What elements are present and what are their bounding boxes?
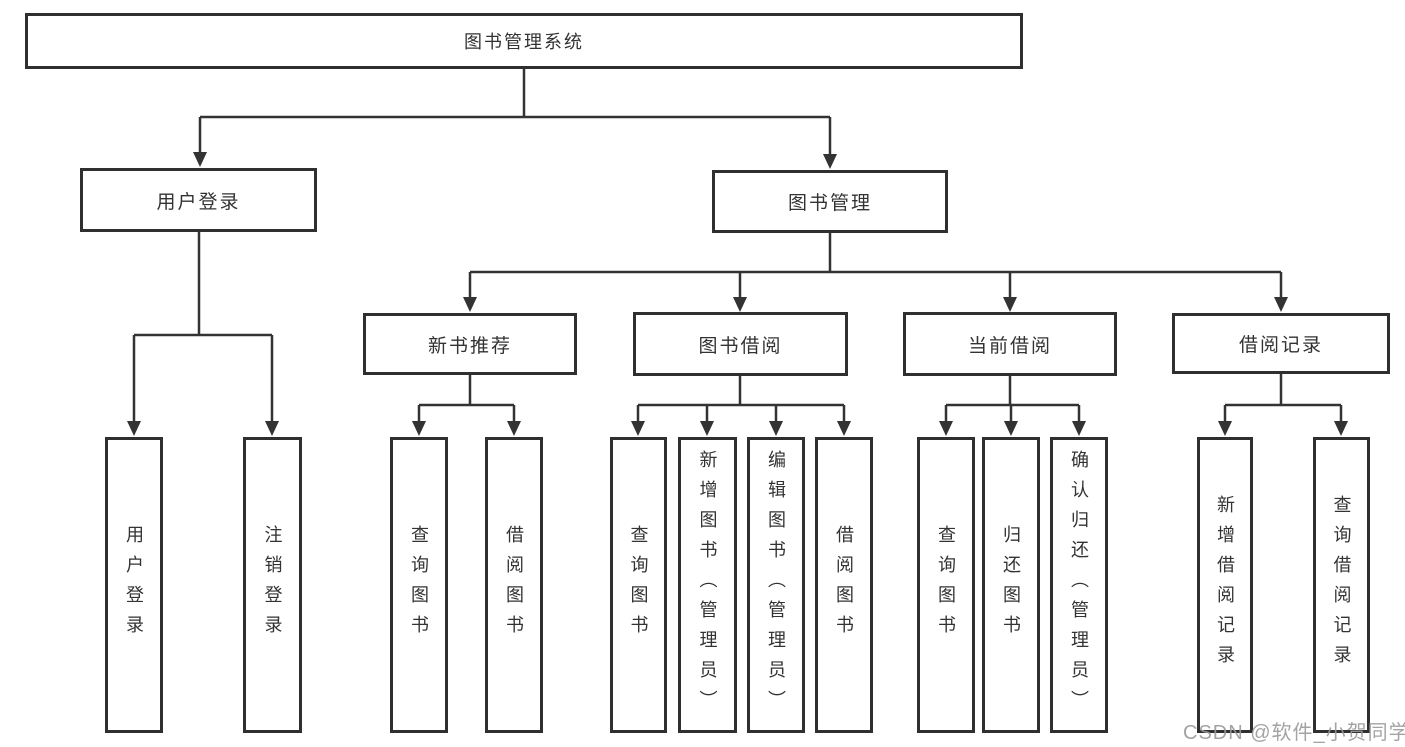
node-book-borrow: 图书借阅 bbox=[633, 312, 848, 376]
leaf-add-borrow-record: 新增借阅记录 bbox=[1197, 437, 1253, 733]
leaf-borrow-books: 借阅图书 bbox=[815, 437, 873, 733]
leaf-user-login-label: 用户登录 bbox=[124, 525, 144, 645]
node-current-borrow: 当前借阅 bbox=[903, 312, 1117, 376]
node-user-login-label: 用户登录 bbox=[156, 191, 241, 213]
arrowheads bbox=[127, 152, 1348, 436]
leaf-add-books-admin-label: 新增图书（管理员） bbox=[697, 450, 718, 720]
csdn-watermark: CSDN @软件_小贺同学 bbox=[1183, 722, 1405, 744]
leaf-borrow-books-label: 借阅图书 bbox=[834, 525, 854, 645]
leaf-confirm-return-admin-label: 确认归还（管理员） bbox=[1069, 450, 1089, 720]
leaf-borrow-books-recommend: 借阅图书 bbox=[485, 437, 543, 733]
leaf-logout: 注销登录 bbox=[243, 437, 302, 733]
node-current-borrow-label: 当前借阅 bbox=[967, 335, 1052, 357]
leaf-logout-label: 注销登录 bbox=[262, 525, 283, 645]
leaf-return-books-label: 归还图书 bbox=[1001, 525, 1021, 645]
leaf-edit-books-admin-label: 编辑图书（管理员） bbox=[766, 450, 786, 720]
leaf-borrow-books-recommend-label: 借阅图书 bbox=[504, 525, 524, 645]
leaf-query-borrow-record: 查询借阅记录 bbox=[1313, 437, 1370, 733]
node-root-label: 图书管理系统 bbox=[464, 32, 584, 52]
leaf-user-login: 用户登录 bbox=[105, 437, 163, 733]
node-borrow-records-label: 借阅记录 bbox=[1238, 335, 1323, 356]
node-user-login: 用户登录 bbox=[80, 168, 317, 232]
leaf-query-books-recommend: 查询图书 bbox=[390, 437, 448, 733]
leaf-add-borrow-record-label: 新增借阅记录 bbox=[1215, 495, 1235, 675]
node-new-book-recommend: 新书推荐 bbox=[363, 313, 577, 375]
leaf-query-books-current: 查询图书 bbox=[917, 437, 975, 733]
node-book-borrow-label: 图书借阅 bbox=[698, 335, 783, 357]
leaf-query-books-recommend-label: 查询图书 bbox=[409, 525, 429, 645]
leaf-query-borrow-record-label: 查询借阅记录 bbox=[1331, 495, 1352, 675]
leaf-edit-books-admin: 编辑图书（管理员） bbox=[747, 437, 805, 733]
leaf-query-books-current-label: 查询图书 bbox=[936, 525, 956, 645]
leaf-add-books-admin: 新增图书（管理员） bbox=[678, 437, 737, 733]
node-book-management-label: 图书管理 bbox=[787, 193, 872, 214]
leaf-return-books: 归还图书 bbox=[982, 437, 1040, 733]
node-root-system: 图书管理系统 bbox=[25, 13, 1023, 69]
leaf-confirm-return-admin: 确认归还（管理员） bbox=[1050, 437, 1108, 733]
leaf-query-books-borrow: 查询图书 bbox=[610, 437, 667, 733]
leaf-query-books-borrow-label: 查询图书 bbox=[628, 525, 649, 645]
node-book-management: 图书管理 bbox=[712, 170, 948, 233]
node-new-book-recommend-label: 新书推荐 bbox=[427, 335, 512, 357]
node-borrow-records: 借阅记录 bbox=[1172, 313, 1390, 374]
